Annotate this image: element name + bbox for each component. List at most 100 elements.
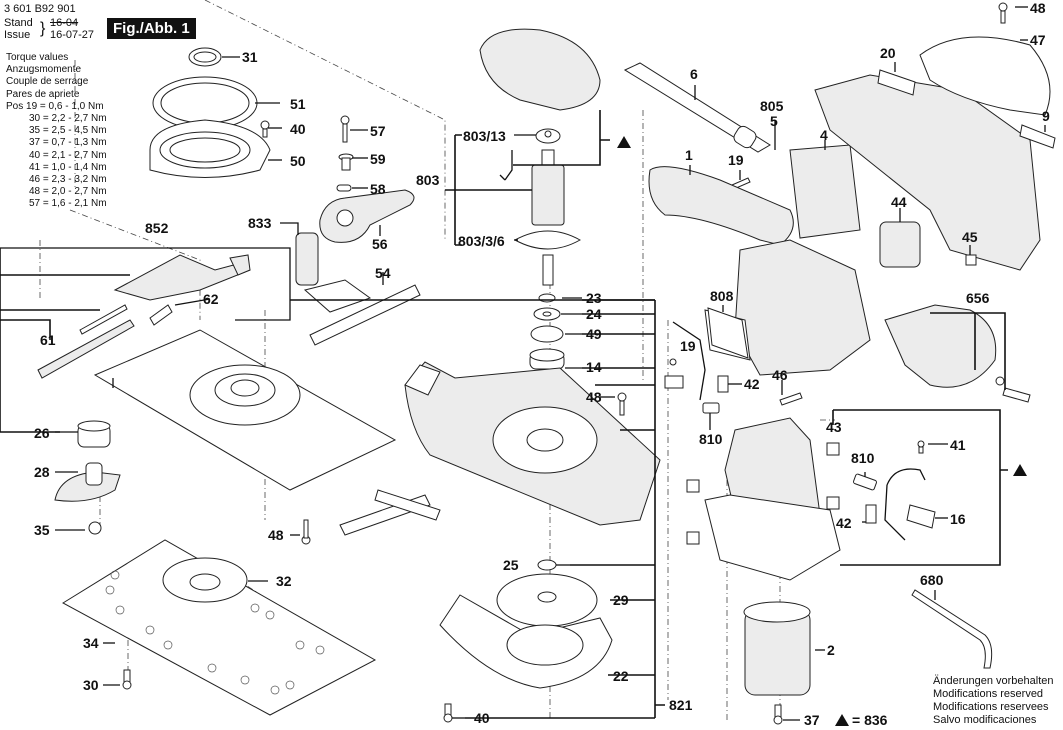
callout-41: 41 <box>950 437 966 453</box>
torque-row: Pos 19 = 0,6 - 1,0 Nm <box>6 100 104 112</box>
housing-shell-right <box>814 74 1041 271</box>
clip-42b <box>865 504 877 524</box>
bushing-59 <box>338 153 354 171</box>
note-line: Änderungen vorbehalten <box>933 675 1054 687</box>
torque-row: 48 = 2,0 - 2,7 Nm <box>29 186 107 198</box>
callout-42: 42 <box>744 376 760 392</box>
callout-680: 680 <box>920 572 944 588</box>
spring-62 <box>149 304 173 326</box>
callout-61: 61 <box>40 332 56 348</box>
callout-51: 51 <box>290 96 306 112</box>
stand-value: 16-04 <box>50 17 79 29</box>
torque-value: 2,3 - 3,2 Nm <box>51 174 107 186</box>
torque-row: 40 = 2,1 - 2,7 Nm <box>29 149 107 161</box>
callout-821: 821 <box>669 697 693 713</box>
armature-803 <box>513 149 582 286</box>
brush-810 <box>702 402 720 414</box>
part-50-housing <box>149 119 271 178</box>
screw-48 <box>301 519 311 545</box>
issue-label: Issue <box>4 29 31 41</box>
callout-810: 810 <box>699 431 723 447</box>
pos: 48 <box>29 186 41 198</box>
callout-19: 19 <box>728 152 744 168</box>
callout-6: 6 <box>690 66 698 82</box>
torque-row: 46 = 2,3 - 3,2 Nm <box>29 174 107 186</box>
note-line: Modifications reserved <box>933 688 1044 700</box>
torque-row: 35 = 2,5 - 4,5 Nm <box>29 125 107 137</box>
hex-key-680 <box>911 589 993 669</box>
callout-48c: 48 <box>1030 0 1046 16</box>
pos: 19 <box>26 100 38 112</box>
callout-40b: 40 <box>474 710 490 726</box>
callout-56: 56 <box>372 236 388 252</box>
callout-2: 2 <box>827 642 835 658</box>
holder-16 <box>906 504 936 529</box>
callout-62: 62 <box>203 291 219 307</box>
stator-2 <box>743 601 811 696</box>
callout-16: 16 <box>950 511 966 527</box>
torque-value: 1,0 - 1,4 Nm <box>51 161 107 173</box>
bearing-803-13 <box>535 128 561 144</box>
torque-title: Torque values <box>6 52 69 63</box>
screw-19b <box>669 358 677 366</box>
callout-35: 35 <box>34 522 50 538</box>
battery-44 <box>879 221 921 268</box>
callout-803-13: 803/13 <box>463 128 506 144</box>
pos: 40 <box>29 149 41 161</box>
callout-1: 1 <box>685 147 693 163</box>
note-line: Salvo modificaciones <box>933 714 1037 726</box>
callout-40: 40 <box>290 121 306 137</box>
torque-row: 41 = 1,0 - 1,4 Nm <box>29 161 107 173</box>
callout-808: 808 <box>710 288 734 304</box>
dust-duct-22 <box>439 594 613 689</box>
modifications-note: Änderungen vorbehalten Modifications res… <box>933 675 1053 727</box>
screw-40 <box>260 120 270 138</box>
motor-housing <box>704 239 871 376</box>
triangle-marker-836 <box>617 136 631 148</box>
cap-656 <box>884 304 1031 403</box>
callout-44: 44 <box>891 194 907 210</box>
callout-833: 833 <box>248 215 272 231</box>
callout-50: 50 <box>290 153 306 169</box>
bearing-14 <box>529 348 565 370</box>
torque-row: 57 = 1,6 - 2,1 Nm <box>29 198 107 210</box>
leader-lines <box>0 6 1046 721</box>
callout-805: 805 <box>760 98 784 114</box>
pos: 41 <box>29 161 41 173</box>
torque-value: 2,1 - 2,7 Nm <box>51 149 107 161</box>
callout-25: 25 <box>503 557 519 573</box>
callout-5: 5 <box>770 113 778 129</box>
triangle-marker-836 <box>1013 464 1027 476</box>
screw-30 <box>122 669 132 690</box>
legend-triangle-equals: = 836 <box>852 712 888 728</box>
torque-value: 2,5 - 4,5 Nm <box>51 125 107 137</box>
callout-48: 48 <box>268 527 284 543</box>
pos: 30 <box>29 113 41 125</box>
screw-46 <box>779 392 803 406</box>
brush-810b <box>853 473 877 491</box>
callout-20: 20 <box>880 45 896 61</box>
callout-48b: 48 <box>586 389 602 405</box>
callout-42b: 42 <box>836 515 852 531</box>
dust-filter-47 <box>919 36 1051 116</box>
stand-label: Stand <box>4 17 33 29</box>
wire-lead <box>884 468 926 541</box>
torque-value: 1,6 - 2,1 Nm <box>51 198 107 210</box>
pos: 57 <box>29 198 41 210</box>
callout-31: 31 <box>242 49 258 65</box>
screw-48-top <box>998 2 1008 24</box>
torque-title: Pares de apriete <box>6 88 80 100</box>
callout-656: 656 <box>966 290 990 306</box>
ring-58 <box>336 184 352 192</box>
pos: 35 <box>29 125 41 137</box>
stator-housing <box>704 417 841 581</box>
pin <box>79 304 128 335</box>
torque-title: Couple de serrage <box>6 76 89 88</box>
note-line: Modifications reservees <box>933 701 1049 713</box>
tool-t-wrench <box>339 489 441 536</box>
callout-49: 49 <box>586 326 602 342</box>
figure-label: Fig./Abb. 1 <box>107 18 196 39</box>
torque-row: 30 = 2,2 - 2,7 Nm <box>29 113 107 125</box>
handle-1 <box>648 166 794 246</box>
callout-45: 45 <box>962 229 978 245</box>
